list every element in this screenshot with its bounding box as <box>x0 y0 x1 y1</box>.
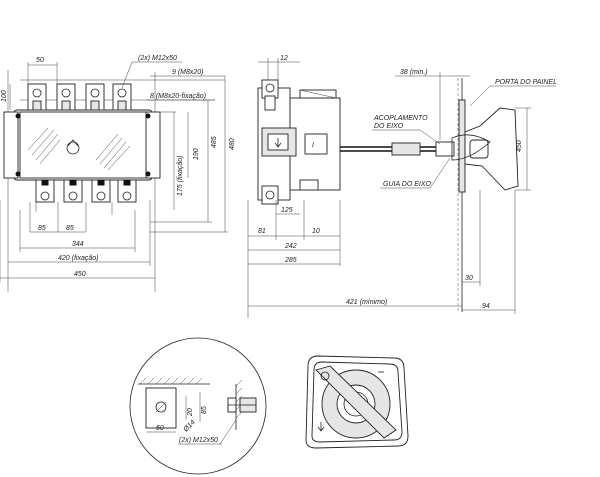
dim-left-100: 100 <box>1 90 8 102</box>
dim-d-242: 242 <box>284 243 297 250</box>
side-dimensions: 12 125 81 10 242 285 421 (mínimo) <box>247 55 531 318</box>
dim-d-285: 285 <box>284 257 297 264</box>
switch-cover <box>19 111 149 179</box>
dim-holes-top: 9 (M8x20) <box>172 69 204 76</box>
label-coupling-2: DO EIXO <box>374 123 404 130</box>
dim-h-190: 190 <box>193 148 200 160</box>
dim-d-125: 125 <box>281 207 293 214</box>
dim-w-344: 344 <box>72 241 84 248</box>
dim-d-81: 81 <box>258 228 266 235</box>
side-view: I 12 125 <box>247 55 557 318</box>
label-coupling-1: ACOPLAMENTO <box>373 115 428 122</box>
handle[interactable] <box>464 107 519 191</box>
top-terminals <box>27 83 132 111</box>
detail-bolt-callout: (2x) M12x50 <box>179 437 218 444</box>
side-label-text: I <box>312 142 314 149</box>
side-leaders: PORTA DO PAINEL ACOPLAMENTO DO EIXO GUIA… <box>372 79 557 189</box>
detail-bar <box>145 387 177 429</box>
dim-d-30: 30 <box>465 275 473 282</box>
dim-bolt-callout: (2x) M12x50 <box>138 55 177 62</box>
dim-detail-20: 20 <box>187 408 194 417</box>
right-plate <box>145 111 161 179</box>
shaft-coupling <box>391 142 421 156</box>
handle-view <box>305 355 409 449</box>
dim-h-485: 485 <box>211 136 218 148</box>
dim-h-175: 175 (fixação) <box>177 156 184 196</box>
panel-door <box>458 99 466 193</box>
shaft-icon <box>66 141 80 155</box>
dim-d-10: 10 <box>312 228 320 235</box>
dim-w-85a: 85 <box>38 225 46 232</box>
label-door: PORTA DO PAINEL <box>495 79 557 86</box>
dim-top-12: 12 <box>280 55 288 62</box>
side-label-plate <box>304 133 328 155</box>
left-plate <box>3 111 19 179</box>
dim-w-450: 450 <box>74 271 86 278</box>
dim-h-450: 450 <box>516 140 523 152</box>
bottom-terminals <box>35 179 137 203</box>
detail-view: 50 20 85 Ø14 (2x) M12x50 <box>129 337 267 475</box>
off-symbol-icon <box>320 371 330 381</box>
detail-circle <box>129 337 267 475</box>
front-dimensions: 50 (2x) M12x50 9 (M8x20) 8 (M8x20-fixaçã… <box>0 55 236 282</box>
dim-d-94: 94 <box>482 303 490 310</box>
dim-detail-50: 50 <box>156 425 164 432</box>
dim-d-38: 38 (min.) <box>400 69 428 76</box>
cover-hatching <box>27 127 131 171</box>
dim-detail-phi: Ø14 <box>182 419 197 434</box>
front-view: 50 (2x) M12x50 9 (M8x20) 8 (M8x20-fixaçã… <box>0 55 236 292</box>
handle-grip[interactable] <box>315 365 397 439</box>
arrow-up-icon <box>67 139 79 147</box>
dim-bolt-spacing: 50 <box>36 57 44 64</box>
dim-w-85b: 85 <box>66 225 74 232</box>
arrow-down-icon <box>274 138 282 148</box>
dim-w-420: 420 (fixação) <box>58 255 98 262</box>
dim-detail-85: 85 <box>201 406 208 414</box>
dim-d-421: 421 (mínimo) <box>346 299 387 306</box>
label-guide: GUIA DO EIXO <box>383 181 432 188</box>
arrow-down-handle-icon <box>317 422 325 432</box>
dim-holes-side: 8 (M8x20-fixação) <box>150 93 206 100</box>
dim-h-480: 480 <box>229 138 236 150</box>
